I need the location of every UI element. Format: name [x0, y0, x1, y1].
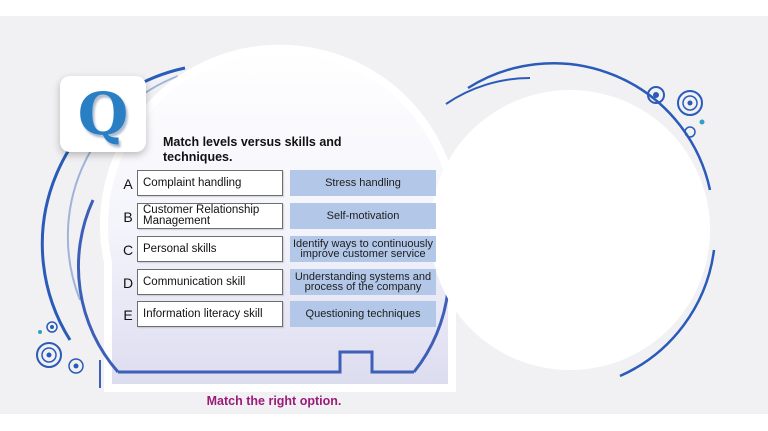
skill-item[interactable]: Customer Relationship Management: [137, 203, 283, 229]
row-letter: C: [122, 242, 134, 258]
answer-circle: [430, 90, 710, 370]
bottom-border: [0, 414, 768, 431]
technique-option[interactable]: Understanding systems and process of the…: [290, 269, 436, 295]
skill-item[interactable]: Personal skills: [137, 236, 283, 262]
technique-option[interactable]: Questioning techniques: [290, 301, 436, 327]
right-arc-top: [467, 62, 712, 191]
technique-option[interactable]: Stress handling: [290, 170, 436, 196]
row-letter: A: [123, 176, 133, 192]
skill-item[interactable]: Information literacy skill: [137, 301, 283, 327]
instruction-text: Match the right option.: [206, 394, 342, 408]
panel-bottom-line: [118, 350, 414, 374]
question-badge: Q: [60, 76, 146, 152]
row-letter: E: [123, 307, 133, 323]
technique-option[interactable]: Self-motivation: [290, 203, 436, 229]
question-text: Match levels versus skills and technique…: [163, 135, 342, 164]
panel-arc-left: [76, 199, 120, 373]
right-arc-bottom: [619, 249, 716, 378]
skill-item[interactable]: Communication skill: [137, 269, 283, 295]
skill-item[interactable]: Complaint handling: [137, 170, 283, 196]
ring-cluster-bottom-left-icon: [36, 321, 84, 374]
q-icon: Q: [77, 80, 129, 148]
technique-option[interactable]: Identify ways to continuously improve cu…: [290, 236, 436, 262]
top-border: [0, 0, 768, 16]
panel-arc-right: [412, 289, 450, 373]
right-arc-small: [445, 77, 531, 105]
row-letter: D: [122, 275, 134, 291]
ring-cluster-top-right-icon: [647, 86, 705, 138]
row-letter: B: [123, 209, 133, 225]
